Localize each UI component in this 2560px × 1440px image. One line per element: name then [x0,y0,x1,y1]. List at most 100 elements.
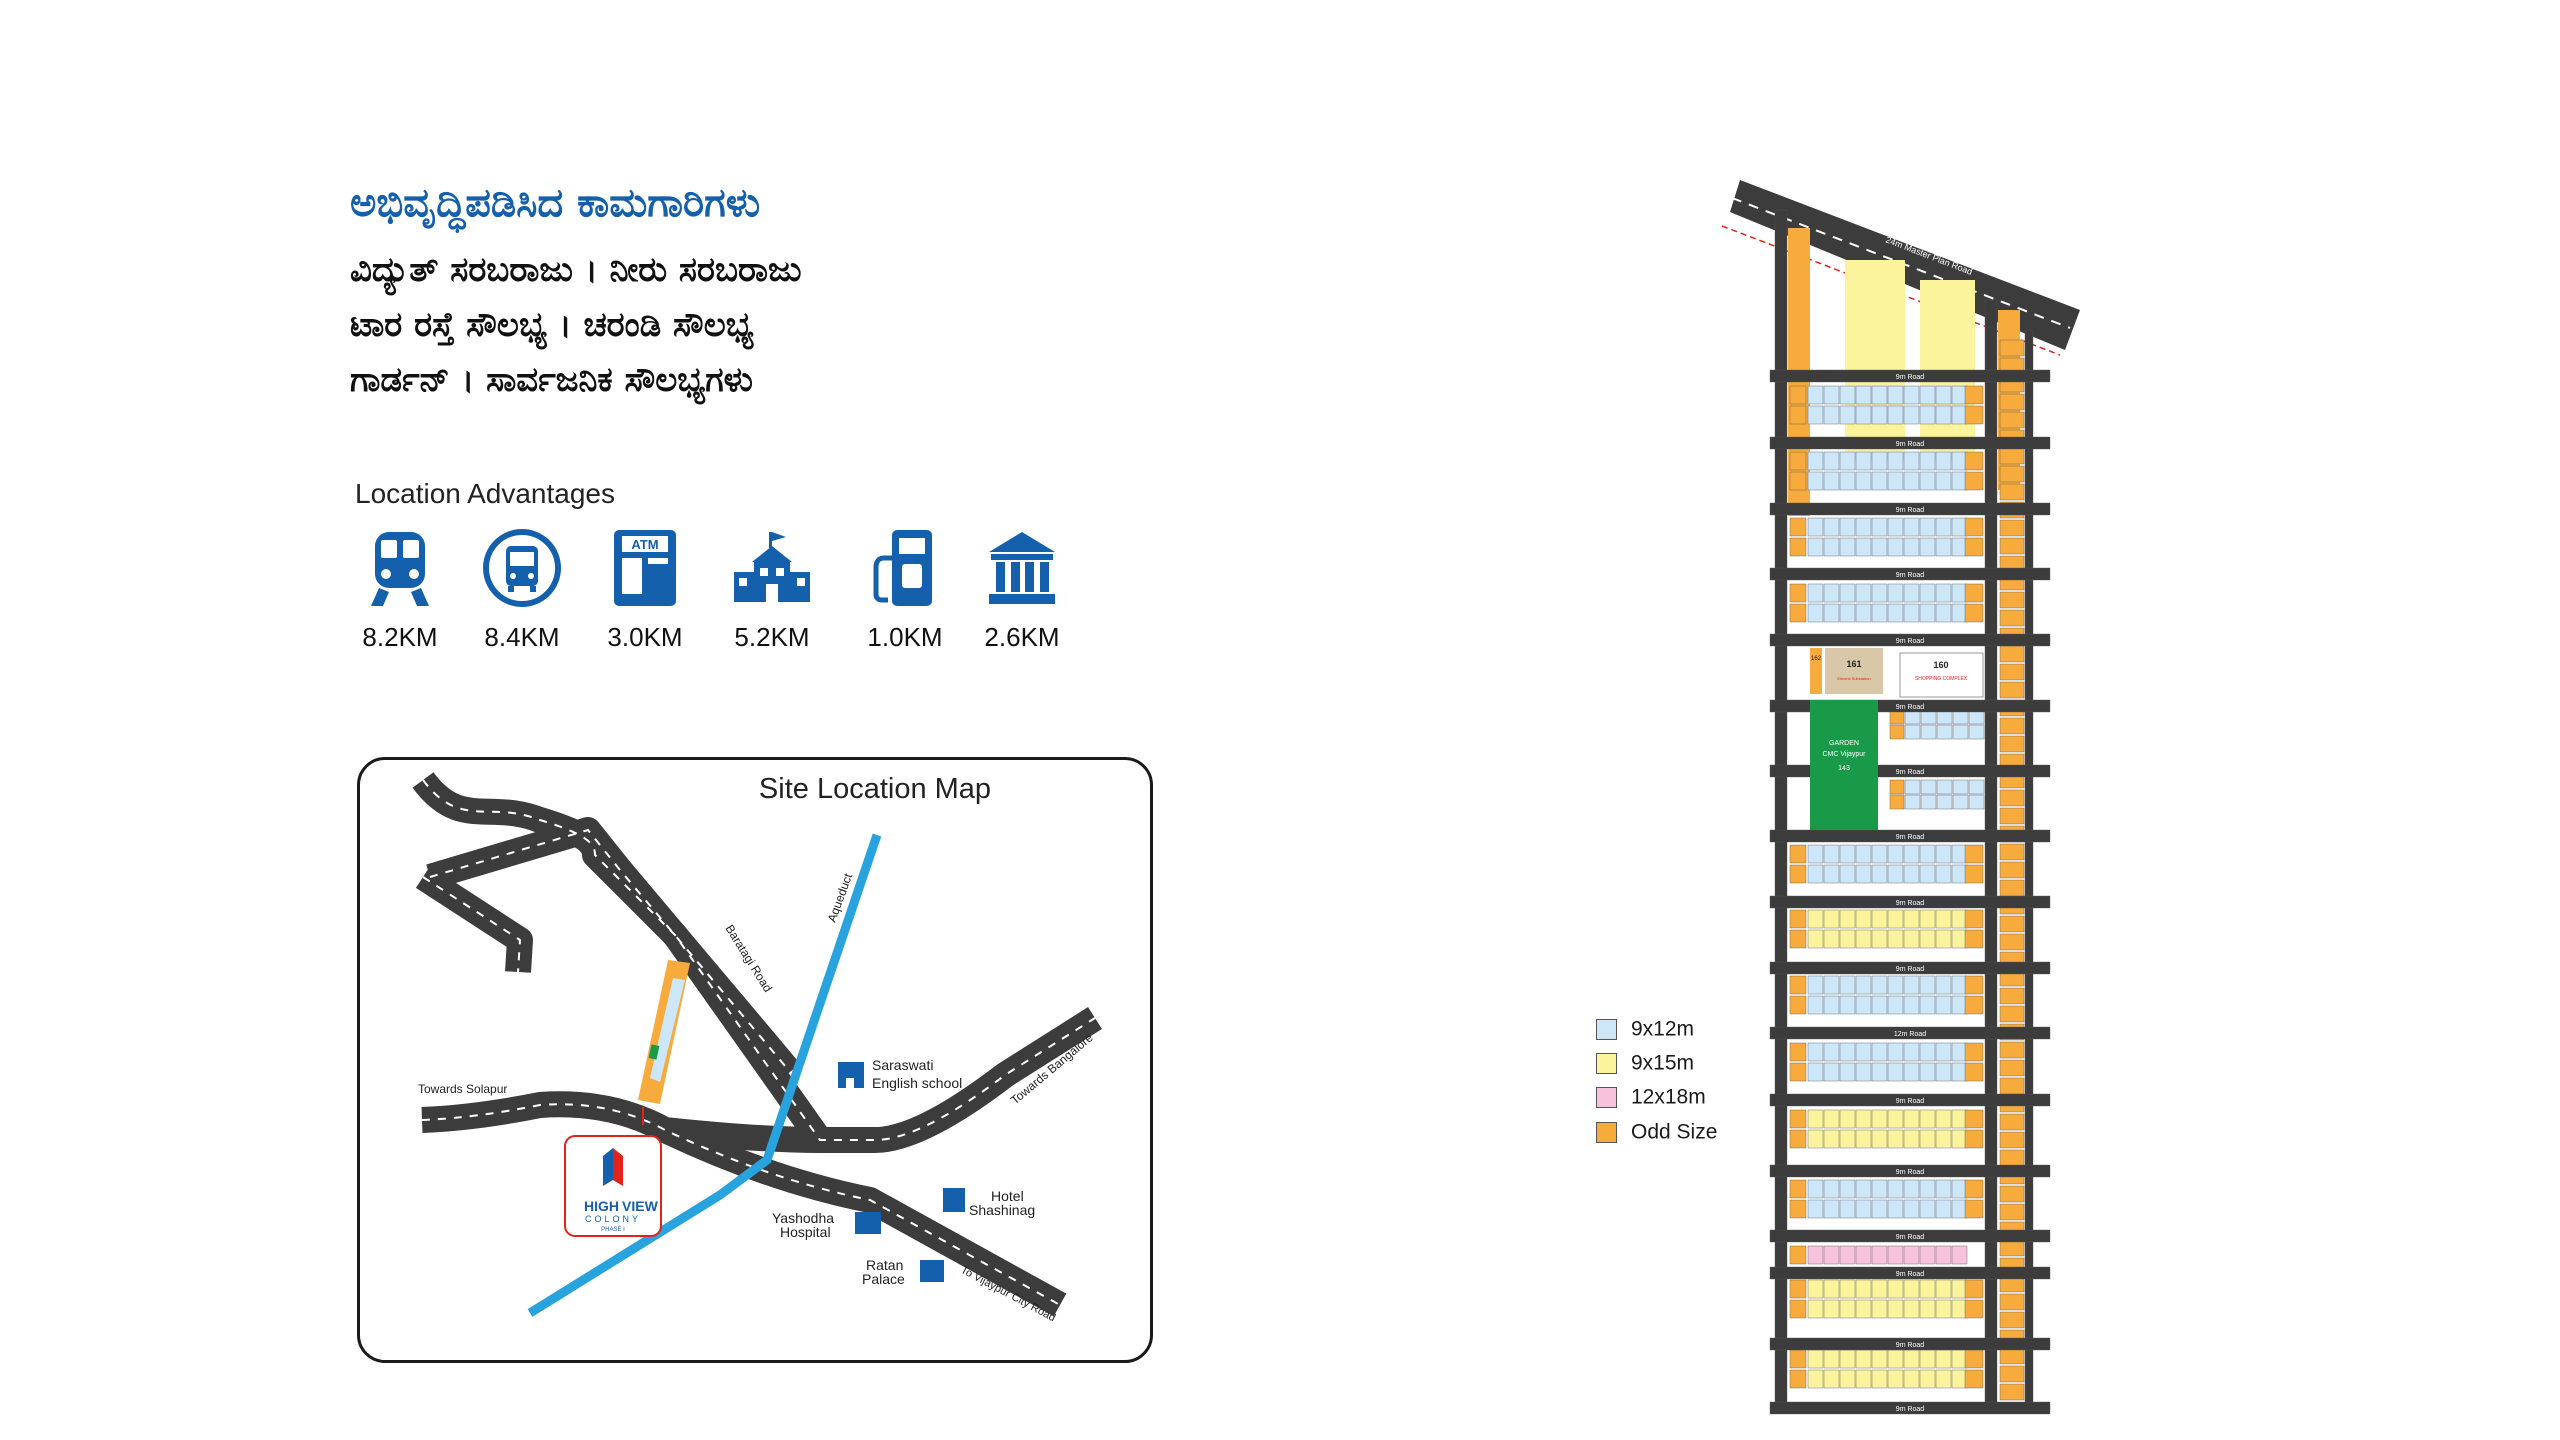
plot [1887,1062,1904,1082]
plot [1919,1199,1936,1219]
plot [1951,975,1968,995]
hotel-name-1: Hotel [991,1188,1024,1204]
plot [1839,864,1856,884]
plot [1871,1129,1888,1149]
plot [1935,603,1952,623]
plot [1839,1245,1856,1265]
plot [1935,844,1952,864]
plot [1903,517,1920,537]
odd-plot [1964,603,1984,623]
odd-plot [1999,1365,2025,1383]
plot [1839,1299,1856,1319]
plot [1951,995,1968,1015]
odd-plot [1999,915,2025,933]
plot [1919,864,1936,884]
plot [1935,975,1952,995]
odd-plot [1964,1179,1984,1199]
plot [1855,929,1872,949]
plot [1855,1199,1872,1219]
odd-plot [1964,451,1984,471]
plot [1951,844,1968,864]
legend-swatch [1596,1121,1617,1143]
road-9m [1769,1401,2051,1415]
odd-plot [1789,844,1807,864]
plot-161 [1825,648,1883,694]
plot [1951,451,1968,471]
plot [1823,975,1840,995]
plot [1823,864,1840,884]
odd-plot [1889,794,1905,810]
plot [1919,1245,1936,1265]
odd-plot [1999,789,2025,807]
school-name-1: Saraswati [872,1057,933,1073]
fuel-distance: 1.0KM [867,622,943,652]
odd-plot [1789,537,1807,557]
plot [1823,451,1840,471]
odd-plot [1789,451,1807,471]
plot [1887,1199,1904,1219]
odd-plot [1999,1239,2025,1257]
road-9m [1769,1266,2051,1280]
plot [1839,995,1856,1015]
plot [1855,471,1872,491]
plot [1951,864,1968,884]
plot [1951,603,1968,623]
plot [1952,779,1969,795]
plot [1823,1109,1840,1129]
plot [1935,517,1952,537]
odd-plot [1999,1185,2025,1203]
road-9m [1769,369,2051,383]
road-label: 9m Road [1896,638,1925,645]
plot [1903,1299,1920,1319]
road-9m [1769,1093,2051,1107]
bank-icon [989,532,1055,604]
road-label: 9m Road [1896,966,1925,973]
odd-plot [1999,861,2025,879]
odd-plot [1964,1042,1984,1062]
plot [1903,1279,1920,1299]
road-label: 9m Road [1896,1169,1925,1176]
odd-plot [1999,339,2025,357]
plot [1807,1299,1824,1319]
plot [1951,1129,1968,1149]
plot [1951,385,1968,405]
location-advantages-title: Location Advantages [355,478,615,509]
plot [1807,929,1824,949]
odd-plot [1789,975,1807,995]
plot-160-label: 160 [1933,660,1948,670]
plot [1903,1369,1920,1389]
odd-plot [1964,1199,1984,1219]
plot [1839,909,1856,929]
plot [1903,975,1920,995]
plot [1871,1349,1888,1369]
odd-plot [1999,879,2025,897]
plot [1903,1245,1920,1265]
plot [1823,1062,1840,1082]
road-label: 9m Road [1896,441,1925,448]
legend-label: 12x18m [1631,1085,1706,1109]
plot [1935,1279,1952,1299]
garden-sub: CMC Vijaypur [1822,751,1866,758]
plot [1919,1279,1936,1299]
plot [1887,1179,1904,1199]
odd-plot [1999,807,2025,825]
plot [1871,929,1888,949]
plot [1935,1349,1952,1369]
odd-plot [1789,909,1807,929]
plot [1935,405,1952,425]
plot [1903,1179,1920,1199]
map-roads [412,771,1102,1317]
plot [1935,929,1952,949]
plot [1919,1179,1936,1199]
road-9m [1769,961,2051,975]
odd-plot [1964,844,1984,864]
plot [1839,583,1856,603]
plot [1871,1179,1888,1199]
plot [1887,471,1904,491]
odd-plot [1999,843,2025,861]
fuel-pump-icon [873,530,932,606]
plot [1839,471,1856,491]
plot [1935,1245,1952,1265]
odd-plot [1999,465,2025,483]
